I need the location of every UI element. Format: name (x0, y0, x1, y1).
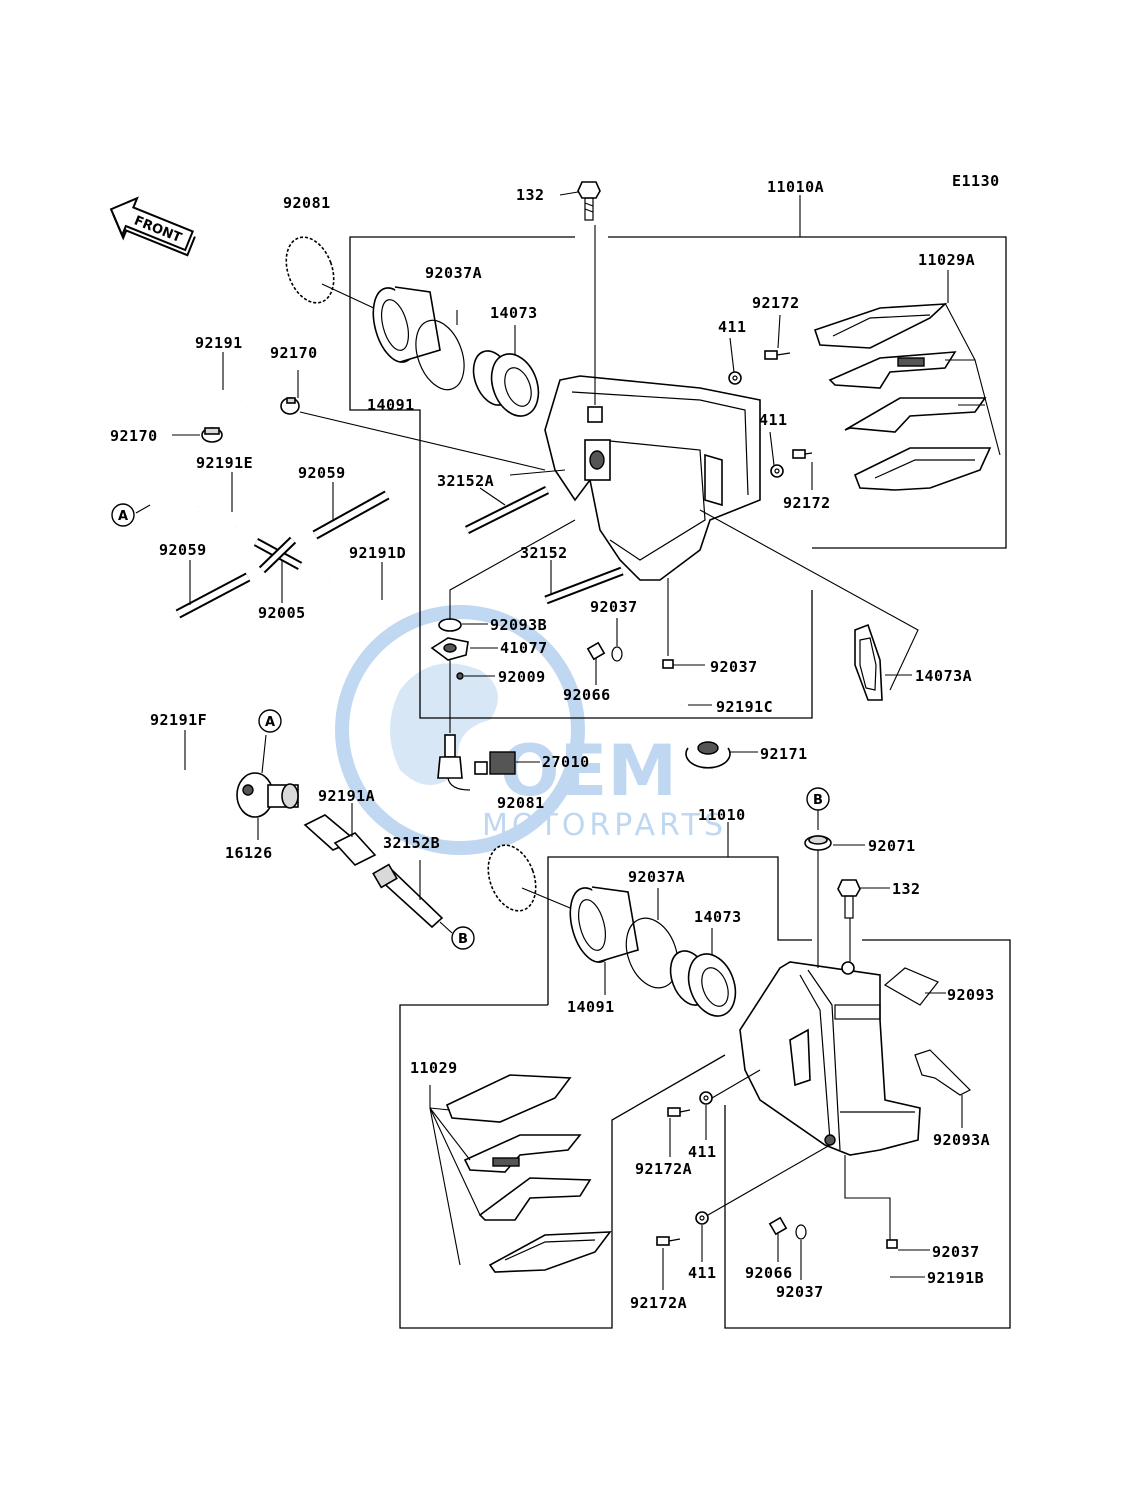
label-92071: 92071 (868, 837, 916, 855)
svg-text:A: A (118, 509, 128, 524)
label-92093B: 92093B (490, 616, 547, 634)
label-92191C: 92191C (716, 698, 773, 716)
label-92170: 92170 (270, 344, 318, 362)
part-11029A-filter (813, 303, 992, 491)
label-92037-c: 92037 (776, 1283, 824, 1301)
part-27010-switch (474, 751, 516, 775)
label-92059: 92059 (298, 464, 346, 482)
label-92037A: 92037A (425, 264, 482, 282)
label-32152: 32152 (520, 544, 568, 562)
label-411-c: 411 (688, 1143, 717, 1161)
label-11029: 11029 (410, 1059, 458, 1077)
label-32152B: 32152B (383, 834, 440, 852)
lower-right-box (724, 939, 1011, 1329)
label-92172-b: 92172 (783, 494, 831, 512)
label-92172A: 92172A (635, 1160, 692, 1178)
label-92081: 92081 (283, 194, 331, 212)
label-92066-b: 92066 (745, 1264, 793, 1282)
label-92066: 92066 (563, 686, 611, 704)
label-92037-b: 92037 (710, 658, 758, 676)
part-11010-housing (739, 961, 921, 1156)
front-arrow-icon: FRONT (109, 196, 196, 257)
part-11029-filter (445, 1074, 612, 1273)
label-92081-b: 92081 (497, 794, 545, 812)
upper-right-box (608, 236, 1007, 549)
part-132-bolt (577, 181, 601, 221)
label-92005: 92005 (258, 604, 306, 622)
part-92081-clamp (285, 236, 335, 304)
part-92191-elbow (206, 395, 250, 422)
label-92191: 92191 (195, 334, 243, 352)
label-92037: 92037 (590, 598, 638, 616)
svg-text:B: B (813, 793, 823, 808)
label-11010A: 11010A (767, 178, 824, 196)
label-411-b: 411 (759, 411, 788, 429)
watermark-brand: OEM (500, 730, 677, 812)
part-92191A-hose (303, 814, 377, 866)
part-92071-grommet (804, 835, 832, 851)
label-92191D: 92191D (349, 544, 406, 562)
part-14091-duct-lower (569, 886, 639, 963)
part-92172-screw-b (792, 449, 813, 459)
watermark: OEM MOTORPARTS (335, 605, 727, 855)
label-132: 132 (516, 186, 545, 204)
part-14073-boot (472, 350, 540, 417)
part-16126-valve (236, 772, 299, 818)
label-14091: 14091 (367, 396, 415, 414)
label-14073A: 14073A (915, 667, 972, 685)
label-92170-b: 92170 (110, 427, 158, 445)
label-92093A: 92093A (933, 1131, 990, 1149)
label-92009: 92009 (498, 668, 546, 686)
label-92171: 92171 (760, 745, 808, 763)
label-14091-b: 14091 (567, 998, 615, 1016)
diagram-code: E1130 (952, 172, 1000, 190)
ref-marker-b-upper: B (806, 787, 830, 811)
label-11029A: 11029A (918, 251, 975, 269)
ref-marker-b-lower: B (451, 926, 475, 950)
part-41077-plate (430, 637, 469, 661)
part-32152B-pipe (372, 863, 444, 929)
ref-marker-a-left: A (111, 503, 135, 527)
label-92093: 92093 (947, 986, 995, 1004)
part-11010A-housing (544, 375, 761, 581)
part-14073-boot-lower (669, 950, 737, 1017)
lower-mid-box (399, 1004, 726, 1329)
part-132-bolt-lower (837, 879, 861, 919)
part-92171-clamp (685, 741, 731, 769)
part-sensor (437, 734, 471, 791)
label-92191E: 92191E (196, 454, 253, 472)
label-132-b: 132 (892, 880, 921, 898)
label-411-d: 411 (688, 1264, 717, 1282)
label-411: 411 (718, 318, 747, 336)
label-92191B: 92191B (927, 1269, 984, 1287)
part-labels: 92081 92037A 14073 14091 92191 92170 921… (110, 178, 995, 1312)
part-14073A-seal (854, 623, 883, 701)
label-14073-b: 14073 (694, 908, 742, 926)
label-92191F: 92191F (150, 711, 207, 729)
label-92059-b: 92059 (159, 541, 207, 559)
part-92066-valve (586, 641, 606, 661)
label-27010: 27010 (542, 753, 590, 771)
watermark-tagline: MOTORPARTS (482, 808, 727, 843)
label-16126: 16126 (225, 844, 273, 862)
part-14091-duct (372, 286, 441, 363)
lower-left-box (547, 856, 812, 1005)
label-92172A-b: 92172A (630, 1294, 687, 1312)
part-92005-fitting (253, 536, 303, 574)
upper-group-box (349, 236, 813, 719)
label-92037-d: 92037 (932, 1243, 980, 1261)
svg-text:A: A (265, 715, 275, 730)
part-92172-screw (764, 350, 791, 360)
part-92170-clip (201, 397, 300, 443)
label-92191A: 92191A (318, 787, 375, 805)
svg-text:B: B (458, 932, 468, 947)
label-14073: 14073 (490, 304, 538, 322)
ref-marker-a-right: A (258, 709, 282, 733)
label-32152A: 32152A (437, 472, 494, 490)
label-41077: 41077 (500, 639, 548, 657)
label-92172: 92172 (752, 294, 800, 312)
label-92037A-b: 92037A (628, 868, 685, 886)
label-11010: 11010 (698, 806, 746, 824)
